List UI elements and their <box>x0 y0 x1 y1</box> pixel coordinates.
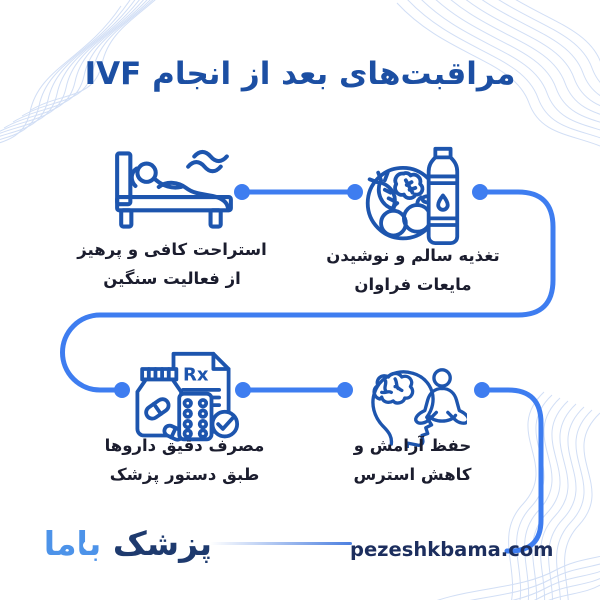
step-rest-label: استراحت کافی و پرهیز از فعالیت سنگین <box>62 236 282 294</box>
healthy-food-and-water-bottle-icon <box>365 146 460 246</box>
rx-prescription-text: Rx <box>183 364 209 385</box>
footer-divider-line <box>210 542 352 545</box>
medicines-prescription-icon: Rx <box>135 351 240 442</box>
step-nutrition-label: تغذیه سالم و نوشیدن مایعات فراوان <box>323 242 503 300</box>
step-calm-label: حفظ آرامش و کاهش استرس <box>330 432 495 490</box>
logo-secondary-text: باما <box>43 524 102 563</box>
step-rest-label-line1: استراحت کافی و پرهیز <box>77 240 267 259</box>
step-medication-label-line1: مصرف دقیق داروها <box>104 436 265 455</box>
step-nutrition-label-line1: تغذیه سالم و نوشیدن <box>326 246 500 265</box>
sleeping-in-bed-icon <box>115 149 233 229</box>
step-calm-label-line2: کاهش استرس <box>353 464 472 484</box>
step-medication-label-line2: طبق دستور پزشک <box>109 464 260 484</box>
website-url: pezeshkbama.com <box>350 538 554 561</box>
logo-primary-text: پزشک <box>112 524 212 563</box>
brain-and-meditation-icon <box>371 368 467 448</box>
page-title: مراقبت‌های بعد از انجام IVF <box>84 56 516 92</box>
step-calm-label-line1: حفظ آرامش و <box>353 436 472 455</box>
logo-chat-bubble-icon <box>83 541 92 550</box>
step-medication-label: مصرف دقیق داروها طبق دستور پزشک <box>92 432 277 490</box>
step-nutrition-label-line2: مایعات فراوان <box>354 274 472 294</box>
pezeshkbama-logo: پزشک باما <box>44 524 212 563</box>
step-rest-label-line2: از فعالیت سنگین <box>103 268 241 288</box>
